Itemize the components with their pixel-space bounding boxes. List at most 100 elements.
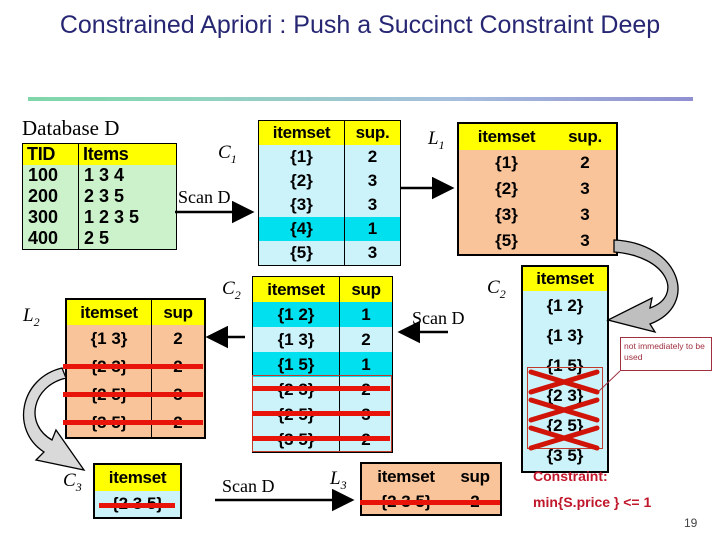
db-cell-tid: 100 bbox=[22, 165, 79, 186]
constraint-heading: Constraint: bbox=[533, 468, 608, 484]
label-l3-letter: L bbox=[330, 468, 341, 489]
c3-col-itemset: itemset bbox=[94, 464, 181, 491]
l1-table: itemset sup. {1} 2 {2} 3 {3} 3 {5} 3 bbox=[457, 122, 618, 256]
c2r-cell-itemset: {1 2} bbox=[522, 291, 608, 321]
c1-cell-sup: 1 bbox=[344, 217, 401, 241]
table-row: {1 3} bbox=[522, 321, 608, 351]
table-row: 300 1 2 3 5 bbox=[22, 207, 177, 228]
l2-col-itemset: itemset bbox=[66, 299, 152, 325]
table-row: {5} 3 bbox=[458, 228, 617, 255]
l2-col-sup: sup bbox=[151, 299, 205, 325]
l1-cell-sup: 3 bbox=[554, 202, 617, 228]
label-c2-right-letter: C bbox=[487, 277, 500, 298]
label-l2-sub: 2 bbox=[33, 314, 40, 329]
table-row: {2} 3 bbox=[458, 176, 617, 202]
table-row: {1} 2 bbox=[458, 150, 617, 176]
l1-cell-sup: 3 bbox=[554, 228, 617, 255]
c2-col-sup: sup bbox=[339, 276, 393, 302]
table-row: {1} 2 bbox=[258, 145, 401, 169]
db-cell-tid: 200 bbox=[22, 186, 79, 207]
db-cell-items: 1 2 3 5 bbox=[78, 207, 177, 228]
c2-cell-sup: 2 bbox=[339, 327, 393, 352]
table-row: 100 1 3 4 bbox=[22, 165, 177, 186]
c1-cell-itemset: {1} bbox=[258, 145, 345, 169]
table-header-row: itemset bbox=[94, 464, 181, 491]
table-row: {1 3} 2 bbox=[66, 325, 205, 353]
c1-cell-itemset: {3} bbox=[258, 193, 345, 217]
table-row: {1 2} bbox=[522, 291, 608, 321]
label-l1: L1 bbox=[428, 128, 445, 153]
l1-cell-sup: 3 bbox=[554, 176, 617, 202]
constraint-expression: min{S.price } <= 1 bbox=[533, 494, 652, 510]
label-l1-sub: 1 bbox=[438, 137, 445, 152]
label-c1: C1 bbox=[218, 142, 237, 167]
c2-cell-sup: 1 bbox=[339, 352, 393, 377]
c1-col-itemset: itemset bbox=[258, 120, 345, 145]
c2-cell-itemset: {1 3} bbox=[252, 327, 340, 352]
c2-cell-itemset: {1 5} bbox=[252, 352, 340, 377]
label-c2-letter: C bbox=[222, 278, 235, 299]
table-header-row: itemset sup. bbox=[258, 120, 401, 145]
l1-col-sup: sup. bbox=[554, 123, 617, 150]
l1-col-itemset: itemset bbox=[458, 123, 554, 150]
table-row: 400 2 5 bbox=[22, 228, 177, 250]
c2-cell-itemset: {1 2} bbox=[252, 302, 340, 327]
l2-strike-3 bbox=[63, 420, 203, 425]
c1-cell-sup: 2 bbox=[344, 145, 401, 169]
c2-strike-1 bbox=[252, 386, 390, 391]
c2-col-itemset: itemset bbox=[252, 276, 340, 302]
c1-table: itemset sup. {1} 2 {2} 3 {3} 3 {4} 1 {5}… bbox=[258, 120, 401, 266]
c1-cell-sup: 3 bbox=[344, 193, 401, 217]
table-row: {1 2} 1 bbox=[252, 302, 393, 327]
table-row: {2} 3 bbox=[258, 169, 401, 193]
c1-cell-sup: 3 bbox=[344, 169, 401, 193]
table-row-highlighted: {4} 1 bbox=[258, 217, 401, 241]
l3-col-sup: sup bbox=[450, 463, 501, 489]
c2r-cell-itemset: {1 3} bbox=[522, 321, 608, 351]
database-table: TID Items 100 1 3 4 200 2 3 5 300 1 2 3 … bbox=[22, 143, 177, 250]
db-cell-items: 1 3 4 bbox=[78, 165, 177, 186]
label-c1-sub: 1 bbox=[230, 151, 237, 166]
label-l2: L2 bbox=[23, 305, 40, 330]
table-header-row: itemset sup bbox=[252, 276, 393, 302]
c1-cell-itemset: {5} bbox=[258, 241, 345, 266]
c3-table: itemset {2 3 5} bbox=[93, 463, 182, 519]
l2-strike-1 bbox=[63, 364, 203, 369]
db-col-tid: TID bbox=[22, 143, 79, 165]
l2-cell-sup: 2 bbox=[151, 325, 205, 353]
c1-cell-itemset: {2} bbox=[258, 169, 345, 193]
scan-d-label-3: Scan D bbox=[222, 476, 275, 496]
c1-col-sup: sup. bbox=[344, 120, 401, 145]
label-c3-letter: C bbox=[63, 470, 76, 491]
label-c2-right: C2 bbox=[487, 277, 506, 302]
table-row: {1 5} 1 bbox=[252, 352, 393, 377]
table-header-row: itemset sup bbox=[361, 463, 501, 489]
db-col-items: Items bbox=[78, 143, 177, 165]
page-number: 19 bbox=[684, 516, 698, 530]
scan-d-label-2: Scan D bbox=[412, 308, 465, 328]
l3-strike-1 bbox=[360, 500, 500, 505]
c2-right-pruned-box bbox=[527, 367, 603, 449]
l1-cell-itemset: {2} bbox=[458, 176, 554, 202]
l1-cell-itemset: {1} bbox=[458, 150, 554, 176]
table-header-row: itemset sup bbox=[66, 299, 205, 325]
label-c2: C2 bbox=[222, 278, 241, 303]
curved-arrow-l1-to-c2 bbox=[606, 239, 679, 334]
label-l3-sub: 3 bbox=[340, 477, 347, 492]
label-l1-letter: L bbox=[428, 128, 439, 149]
table-row: {1 3} 2 bbox=[252, 327, 393, 352]
label-l2-letter: L bbox=[23, 305, 34, 326]
page-title: Constrained Apriori : Push a Succinct Co… bbox=[59, 11, 661, 39]
c2-strike-3 bbox=[252, 436, 390, 441]
c2r-col-itemset: itemset bbox=[522, 266, 608, 291]
db-cell-tid: 400 bbox=[22, 228, 79, 250]
label-c2-sub: 2 bbox=[234, 287, 241, 302]
table-row: 200 2 3 5 bbox=[22, 186, 177, 207]
table-row: {5} 3 bbox=[258, 241, 401, 266]
l2-strike-2 bbox=[63, 392, 203, 397]
table-row: {3} 3 bbox=[258, 193, 401, 217]
l1-cell-itemset: {3} bbox=[458, 202, 554, 228]
table-header-row: itemset sup. bbox=[458, 123, 617, 150]
c1-cell-itemset: {4} bbox=[258, 217, 345, 241]
